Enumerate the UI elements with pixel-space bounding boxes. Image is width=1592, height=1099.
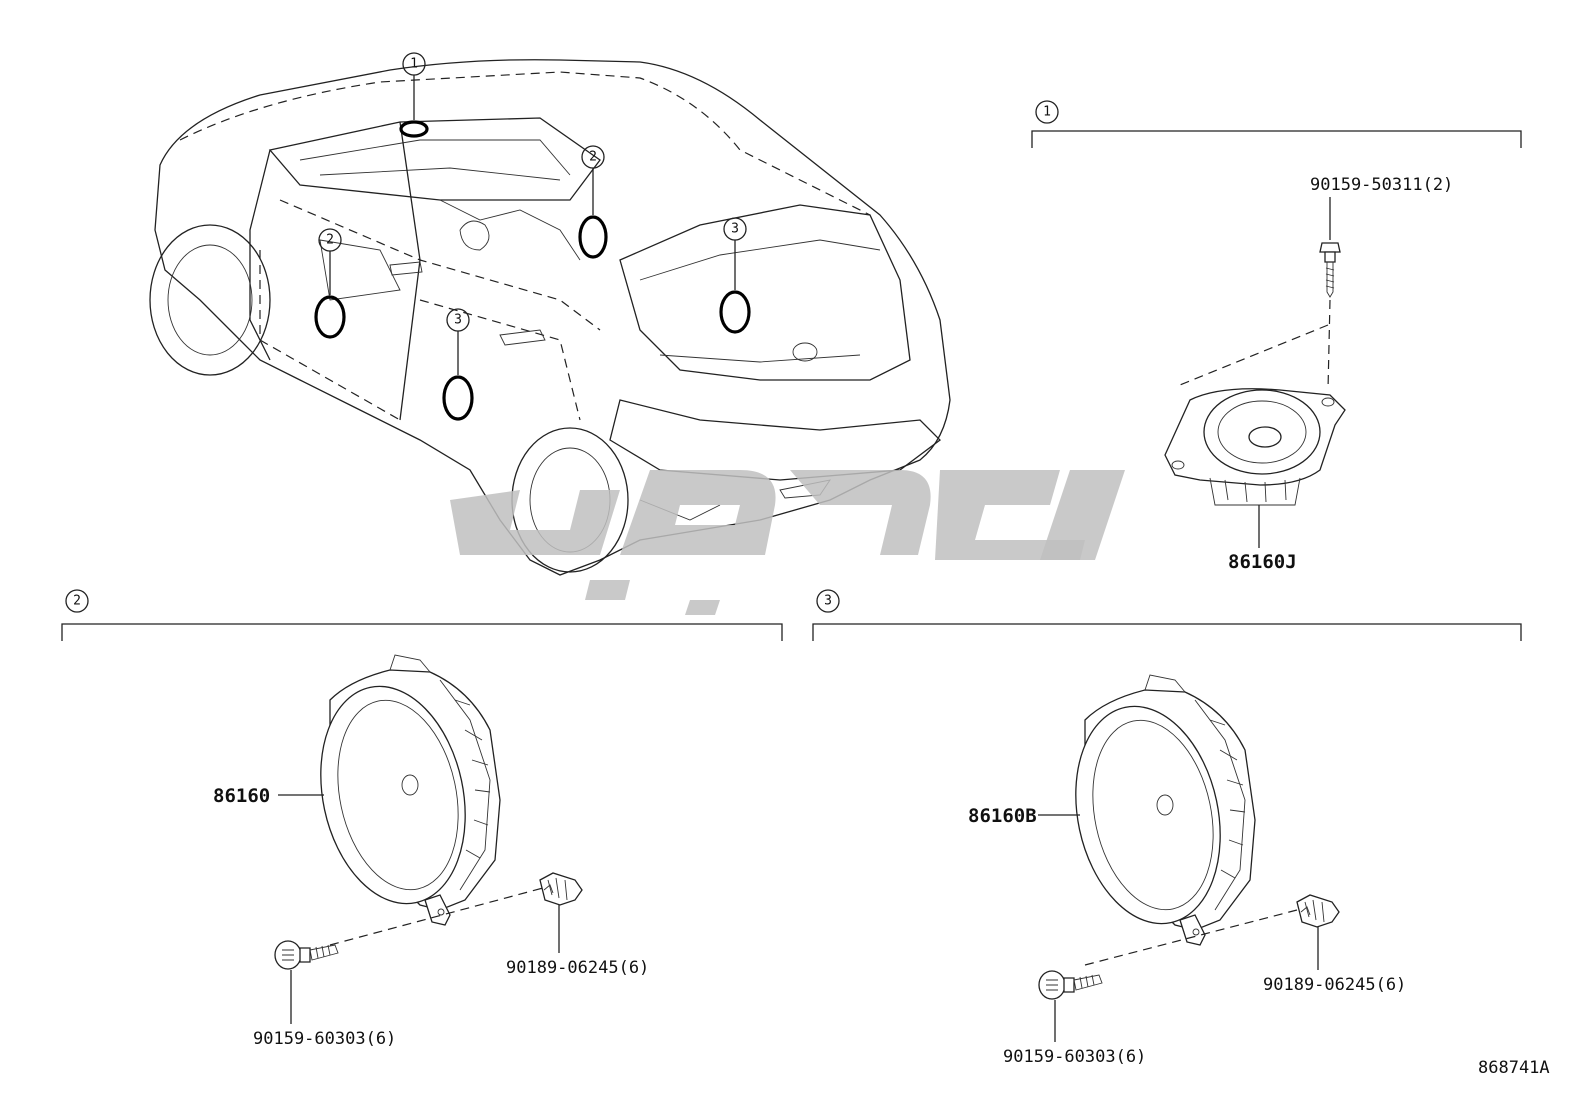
callout-car-2b: 2	[581, 145, 605, 169]
tweeter-location-ring	[399, 120, 429, 138]
tweeter-bolt-icon	[1319, 242, 1341, 298]
svg-text:1: 1	[1043, 105, 1051, 120]
front-bolt-icon	[274, 940, 339, 970]
section-3-callout: 3	[816, 589, 840, 613]
svg-text:2: 2	[589, 150, 597, 165]
callout-car-2a: 2	[318, 228, 342, 252]
callout-car-3b: 3	[723, 217, 747, 241]
section-2-callout: 2	[65, 589, 89, 613]
front-clip-part-number: 90189-06245(6)	[506, 958, 649, 978]
section-1-callout: 1	[1035, 100, 1059, 124]
watermark-logo	[450, 470, 1125, 615]
front-speaker-icon	[320, 654, 501, 926]
tweeter-bolt-part-number: 90159-50311(2)	[1310, 175, 1453, 195]
tweeter-part-number: 86160J	[1228, 551, 1297, 573]
front-clip-icon	[539, 872, 583, 906]
front-speaker-part-number: 86160	[213, 785, 270, 807]
section-3-rear-speaker: 3 86160B 90159-60303(6)	[812, 589, 1522, 1067]
svg-text:2: 2	[326, 233, 334, 248]
svg-text:2: 2	[73, 594, 81, 609]
rear-clip-icon	[1296, 894, 1340, 928]
front-bolt-part-number: 90159-60303(6)	[253, 1029, 396, 1049]
rear-bolt-icon	[1038, 970, 1103, 1000]
diagram-id: 868741A	[1478, 1058, 1550, 1078]
front-door-speaker-ring-left	[314, 295, 346, 339]
rear-speaker-icon	[1075, 674, 1256, 946]
front-door-speaker-ring-right	[578, 215, 608, 259]
rear-speaker-part-number: 86160B	[968, 805, 1037, 827]
tweeter-speaker-icon	[1164, 388, 1346, 506]
callout-top-1: 1	[402, 52, 426, 76]
rear-clip-part-number: 90189-06245(6)	[1263, 975, 1406, 995]
callout-car-3a: 3	[446, 308, 470, 332]
svg-text:3: 3	[731, 222, 739, 237]
section-2-front-speaker: 2 86160 90159-60303(6)	[61, 589, 783, 1049]
rear-door-speaker-ring-right	[719, 290, 751, 334]
svg-text:3: 3	[824, 594, 832, 609]
rear-door-speaker-ring-left	[442, 375, 474, 421]
rear-bolt-part-number: 90159-60303(6)	[1003, 1047, 1146, 1067]
car-illustration	[149, 59, 951, 576]
section-1-tweeter: 1 90159-50311(2) 86160J	[1031, 100, 1522, 573]
svg-text:3: 3	[454, 313, 462, 328]
svg-text:1: 1	[410, 57, 418, 72]
